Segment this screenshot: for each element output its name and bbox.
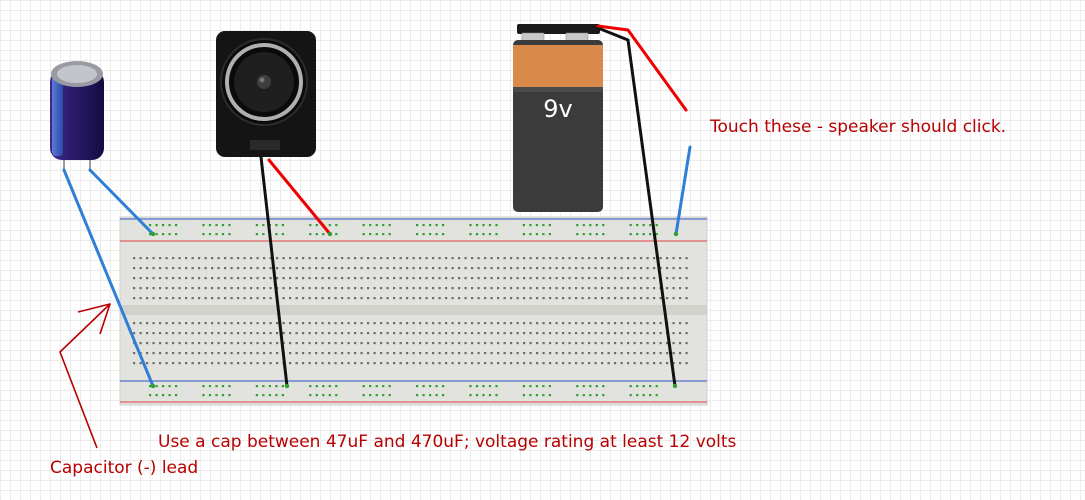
touch-blue-wire: [674, 145, 692, 236]
battery-black-wire: [596, 26, 677, 388]
speaker-black-wire: [259, 155, 289, 388]
speaker-red-wire: [267, 158, 332, 236]
battery-red-wire: [596, 24, 688, 112]
capacitor-negative-stripe: [52, 74, 63, 156]
battery-label: 9v: [543, 95, 572, 123]
capacitor-positive-wire: [88, 168, 155, 236]
speaker: [216, 31, 316, 157]
capacitor-negative-wire: [62, 168, 155, 388]
battery-snap: [517, 24, 600, 34]
annotation-arrow: [59, 303, 111, 449]
capacitor-lead-label: Capacitor (-) lead: [50, 458, 199, 478]
capacitor-instruction: Use a cap between 47uF and 470uF; voltag…: [158, 432, 737, 452]
battery-9v: 9v: [513, 24, 603, 212]
wires: [62, 24, 692, 389]
breadboard: [119, 216, 708, 406]
capacitor: [50, 61, 104, 172]
touch-instruction: Touch these - speaker should click.: [710, 117, 1007, 137]
